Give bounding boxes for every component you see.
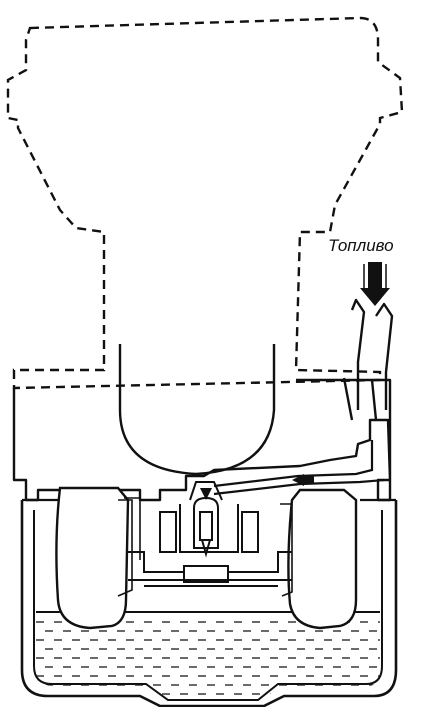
fuel-label: Топливо [328, 236, 394, 255]
fuel-flow-arrow [360, 262, 390, 306]
float-chamber-outer-wall [20, 500, 398, 707]
needle-flow-arrow [200, 488, 212, 500]
venturi-cavity [118, 344, 276, 476]
upper-housing-dashed-outline [6, 16, 404, 390]
passage-flow-arrow [292, 474, 304, 486]
fuel-passage [213, 440, 385, 496]
float-lever [128, 551, 292, 587]
left-float [55, 486, 130, 630]
float-chamber-inner-wall [33, 510, 383, 701]
right-float [287, 488, 358, 630]
needle-valve-assembly [159, 481, 259, 558]
fuel-inlet-fitting [342, 298, 394, 421]
